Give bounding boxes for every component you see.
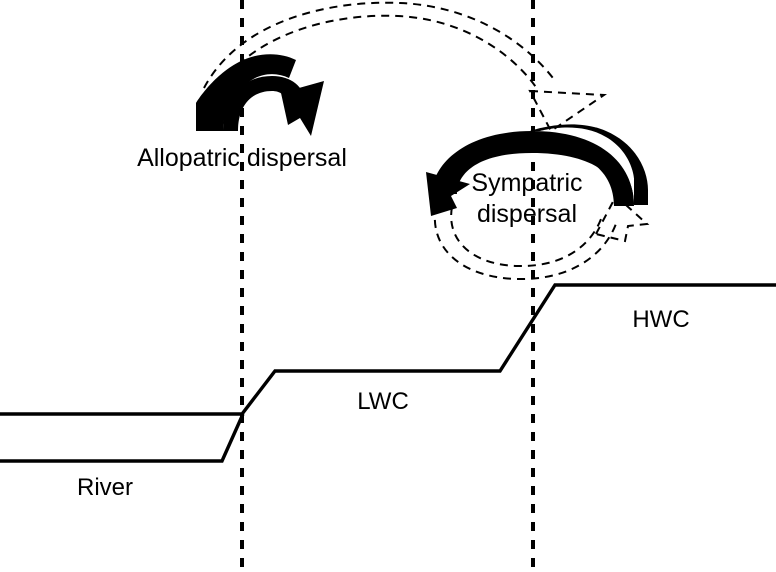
allopatric-solid-arrow	[196, 54, 324, 136]
river-label: River	[77, 474, 133, 501]
upper-terrain-profile	[0, 283, 776, 416]
hwc-label: HWC	[632, 306, 689, 333]
allopatric-arc-body	[196, 76, 306, 131]
sympatric-arc-right-segment	[530, 124, 648, 205]
allopatric-dashed-return-arrow	[203, 1, 608, 133]
dashed-arc-outer-edge	[203, 1, 557, 89]
dashed-loop-inner-edge	[450, 206, 602, 268]
dashed-loop-tail-cap	[435, 205, 453, 208]
dashed-arc-inner-edge	[211, 14, 539, 98]
dashed-arrowhead-up-right	[594, 194, 650, 243]
dashed-arrowhead-down-right	[528, 89, 608, 133]
sympatric-dispersal-label-line1: Sympatric	[471, 169, 582, 197]
allopatric-arrowhead	[281, 81, 324, 136]
river-lower-bank	[0, 413, 245, 463]
sympatric-solid-arrow	[426, 124, 648, 216]
sympatric-dashed-return-arrow	[433, 194, 650, 281]
lwc-label: LWC	[357, 388, 409, 415]
allopatric-arc-thickener	[196, 54, 296, 131]
sympatric-arrowhead	[426, 172, 470, 216]
terrain-profile-group	[0, 283, 776, 463]
allopatric-dispersal-label: Allopatric dispersal	[137, 144, 347, 172]
sympatric-arc-thickener	[432, 131, 634, 206]
dashed-loop-outer-edge	[433, 205, 618, 281]
sympatric-dispersal-label-line2: dispersal	[477, 200, 577, 228]
text-labels-group: Allopatric dispersal Sympatric dispersal…	[77, 144, 690, 501]
